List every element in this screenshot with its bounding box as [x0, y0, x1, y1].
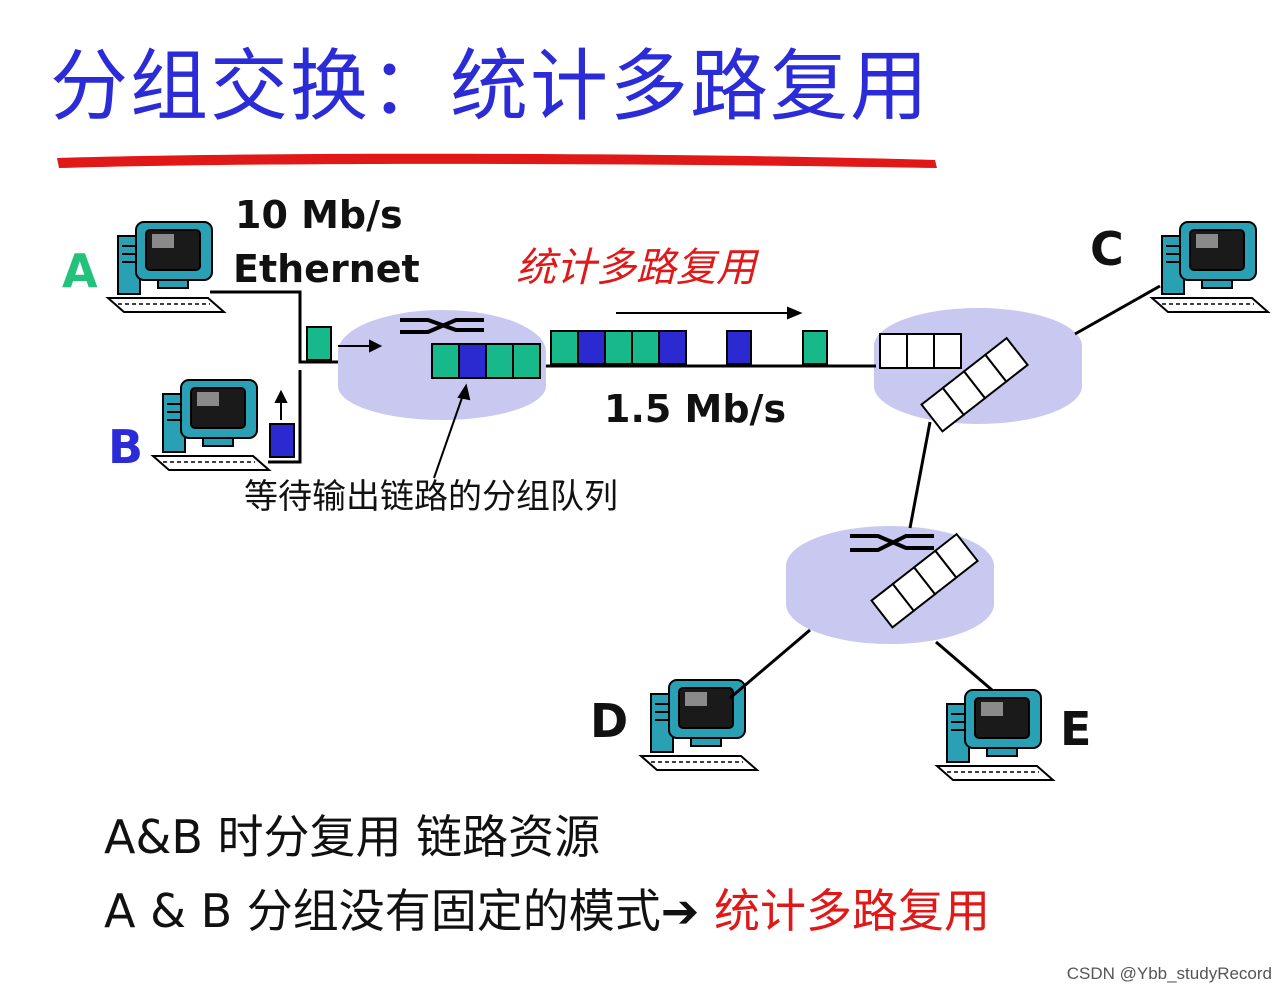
host-b-computer-icon	[152, 379, 270, 471]
statistical-multiplexing-label: 统计多路复用	[516, 245, 756, 291]
bottom-line-2-prefix: A & B	[104, 884, 233, 938]
bottom-line-1-text: 时分复用 链路资源	[217, 810, 601, 864]
host-e-label: E	[1060, 702, 1092, 756]
queue-label: 等待输出链路的分组队列	[244, 477, 618, 517]
queue-pointer	[433, 383, 471, 479]
host-c-label: C	[1090, 222, 1124, 276]
host-e-computer-icon	[936, 689, 1054, 781]
trunk-speed-label: 1.5 Mb/s	[604, 387, 787, 431]
ethernet-type-label: Ethernet	[233, 247, 420, 291]
trunk-packets	[550, 330, 828, 365]
packet-b	[269, 423, 295, 458]
arrow-up-icon	[274, 389, 288, 420]
host-a-label: A	[62, 244, 98, 298]
ethernet-speed-label: 10 Mb/s	[235, 193, 403, 237]
host-d-label: D	[590, 694, 629, 748]
page-title: 分组交换：统计多路复用	[50, 42, 931, 132]
output-queue	[431, 343, 541, 379]
bottom-line-1-prefix: A&B	[104, 810, 203, 864]
trunk-links	[546, 284, 1161, 700]
access-links	[210, 290, 340, 464]
host-a-computer-icon	[107, 221, 225, 313]
router-switch-icon	[400, 318, 484, 334]
packet-a	[306, 326, 332, 361]
host-b-label: B	[108, 420, 144, 474]
watermark: CSDN @Ybb_studyRecord	[1066, 964, 1272, 983]
bottom-line-2-highlight: 统计多路复用	[713, 884, 990, 938]
arrow-right-icon	[338, 339, 383, 353]
bottom-line-2-text: 分组没有固定的模式	[246, 884, 661, 938]
arrow-right-icon: ➔	[660, 884, 700, 938]
empty-queue-c	[879, 333, 962, 369]
empty-queue-bottom	[870, 532, 979, 629]
host-d-computer-icon	[640, 679, 758, 771]
bottom-line-1: A&B 时分复用 链路资源	[104, 814, 600, 860]
router-switch-icon	[850, 534, 934, 552]
title-underline	[57, 153, 937, 168]
bottom-line-2: A & B 分组没有固定的模式➔ 统计多路复用	[104, 888, 990, 934]
host-c-computer-icon	[1151, 221, 1269, 313]
arrow-right-icon	[616, 306, 803, 320]
empty-queue-diagonal	[920, 336, 1029, 433]
